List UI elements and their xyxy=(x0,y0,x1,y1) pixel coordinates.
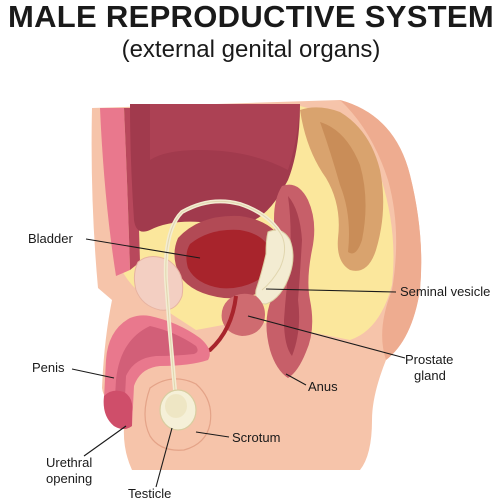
vas-deferens-outline xyxy=(165,200,286,401)
leader-prostate xyxy=(247,315,406,359)
penis-inner xyxy=(114,326,198,419)
label-scrotum: Scrotum xyxy=(232,430,280,445)
bladder-interior xyxy=(186,229,271,289)
label-anus: Anus xyxy=(308,379,338,394)
testicle-detail xyxy=(165,394,187,418)
leader-anus xyxy=(285,373,307,386)
leader-urethral-opening xyxy=(83,425,127,457)
label-prostate-line2: gland xyxy=(414,368,446,383)
leader-bladder xyxy=(85,238,201,259)
leader-scrotum xyxy=(195,431,230,438)
colon-shade xyxy=(320,122,366,254)
body-skin-shade xyxy=(340,100,422,360)
label-penis: Penis xyxy=(32,360,65,375)
leader-seminal-vesicle xyxy=(265,288,397,293)
leader-testicle xyxy=(155,427,173,488)
label-bladder: Bladder xyxy=(28,231,73,246)
prostate-gland xyxy=(221,293,265,336)
label-urethral-line2: opening xyxy=(46,471,92,486)
label-urethral-line1: Urethral xyxy=(46,455,92,470)
label-prostate-line1: Prostate xyxy=(405,352,453,367)
glans xyxy=(103,390,133,429)
abdominal-wall xyxy=(100,108,130,276)
leader-penis xyxy=(71,368,115,379)
diagram-subtitle: (external genital organs) xyxy=(121,36,381,63)
abdominal-cavity-highlight xyxy=(150,104,300,170)
label-seminal-vesicle: Seminal vesicle xyxy=(400,284,490,299)
rectum-inner xyxy=(284,196,302,356)
diagram-title: MALE REPRODUCTIVE SYSTEM xyxy=(7,0,495,34)
label-testicle: Testicle xyxy=(128,486,171,500)
